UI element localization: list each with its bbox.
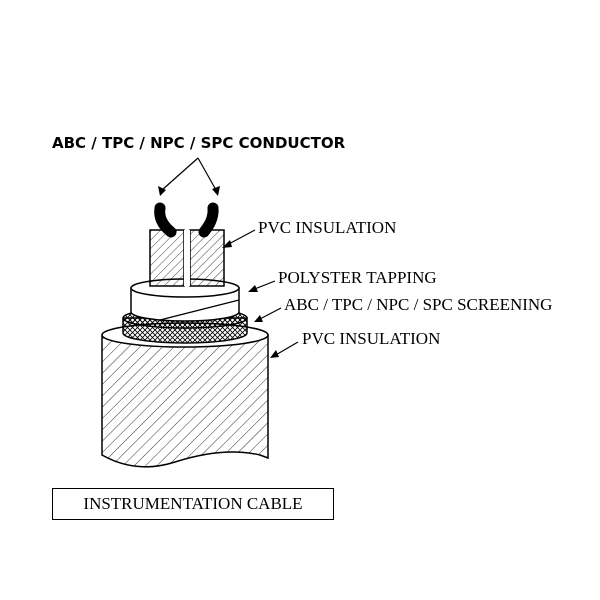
diagram-title-box: INSTRUMENTATION CABLE <box>52 488 334 520</box>
label-screening: ABC / TPC / NPC / SPC SCREENING <box>284 295 552 314</box>
leader-outer-insulation <box>270 341 299 358</box>
conductor-leader-lines <box>161 157 217 191</box>
leader-polyester-tapping <box>248 280 276 292</box>
diagram-title: INSTRUMENTATION CABLE <box>83 494 303 513</box>
leader-screening <box>254 307 282 322</box>
inner-pvc-insulation <box>149 229 225 287</box>
label-outer-insulation: PVC INSULATION <box>302 329 440 348</box>
label-conductor: ABC / TPC / NPC / SPC CONDUCTOR <box>52 134 346 152</box>
outer-pvc-insulation <box>101 322 269 468</box>
conductor-cores <box>154 202 219 238</box>
label-polyester-tapping: POLYSTER TAPPING <box>278 268 437 287</box>
arrowheads-conductor <box>158 186 220 196</box>
leader-inner-insulation <box>222 229 256 248</box>
label-inner-insulation: PVC INSULATION <box>258 218 396 237</box>
